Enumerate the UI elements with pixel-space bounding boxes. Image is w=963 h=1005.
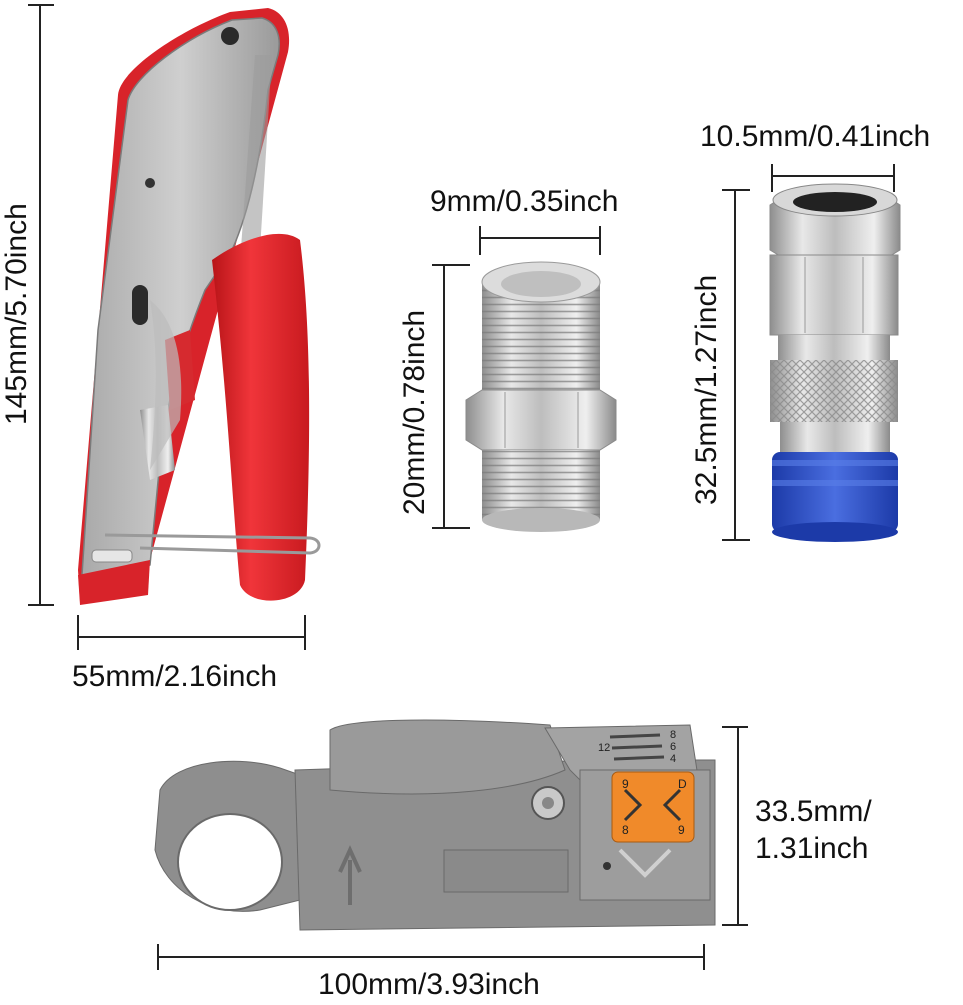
barrel-height-label: 20mm/0.78inch	[398, 309, 431, 515]
compression-width-dimension	[771, 164, 895, 192]
stripper-width-label: 100mm/3.93inch	[318, 968, 540, 1001]
barrel-width-dimension	[479, 226, 601, 255]
barrel-height-dimension	[432, 264, 470, 529]
blade-mark-top-right: D	[678, 777, 687, 791]
compression-height-label: 32.5mm/1.27inch	[690, 274, 723, 505]
blade-mark-top-left: 9	[622, 777, 629, 791]
compression-width-label: 10.5mm/0.41inch	[700, 120, 931, 153]
compression-connector	[769, 183, 901, 542]
crimper-height-label: 145mm/5.70inch	[0, 203, 33, 425]
stripper-height-dimension	[722, 726, 748, 926]
barrel-connector	[465, 261, 617, 532]
crimper-height-dimension	[28, 4, 54, 606]
coax-stripper	[154, 719, 716, 931]
barrel-width-label: 9mm/0.35inch	[430, 185, 619, 218]
blade-mark-bottom-left: 8	[622, 823, 629, 837]
stripper-height-label-line2: 1.31inch	[755, 832, 869, 865]
crimper-width-dimension	[77, 615, 306, 650]
stripper-height-label-line1: 33.5mm/	[755, 795, 872, 828]
crimper-tool	[78, 8, 321, 605]
dial-mark-8: 8	[670, 729, 677, 741]
dial-mark-4: 4	[670, 753, 677, 765]
blade-mark-bottom-right: 9	[678, 823, 685, 837]
crimper-width-label: 55mm/2.16inch	[72, 660, 278, 693]
dial-mark-6: 6	[670, 741, 677, 753]
stripper-width-dimension	[157, 944, 705, 970]
dial-mark-12: 12	[598, 742, 611, 754]
compression-height-dimension	[722, 189, 750, 541]
